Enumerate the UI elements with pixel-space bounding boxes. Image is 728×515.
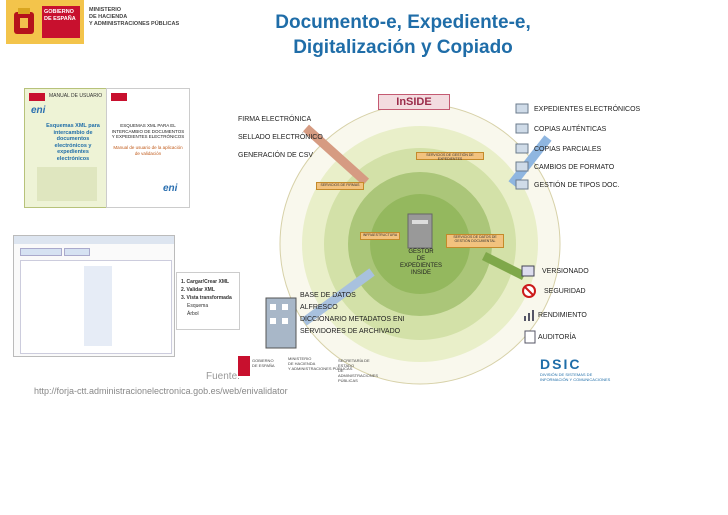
thumb-flag: [29, 93, 45, 101]
thumb-flag-2: [111, 93, 127, 101]
label-versionado: VERSIONADO: [542, 268, 589, 275]
label-bd: BASE DE DATOS: [300, 292, 356, 299]
service-firma: SERVICIOS DE FIRMAS: [316, 182, 364, 190]
app-button: [20, 248, 62, 256]
thumb2-subheading: Manual de usuario de la aplicación de va…: [111, 145, 185, 156]
label-alfresco: ALFRESCO: [300, 304, 338, 311]
label-seguridad: SEGURIDAD: [544, 288, 586, 295]
label-servidores: SERVIDORES DE ARCHIVADO: [300, 328, 400, 335]
source-label: Fuente:: [206, 371, 240, 382]
validator-app-screenshot: [13, 235, 175, 357]
label-sellado: SELLADO ELECTRÓNICO: [238, 134, 323, 141]
label-diccionario: DICCIONARIO METADATOS ENI: [300, 316, 405, 323]
label-expedientes: EXPEDIENTES ELECTRÓNICOS: [534, 106, 640, 113]
step-3b: Árbol: [187, 311, 199, 317]
versions-icon: [520, 264, 538, 280]
eni-logo-2: eni: [163, 183, 177, 194]
bottom-crest-icon: [238, 356, 250, 376]
thumb2-heading: ESQUEMAS XML PARA EL INTERCAMBIO DE DOCU…: [111, 123, 185, 140]
audit-icon: [524, 330, 536, 344]
manual-thumbnail-2: ESQUEMAS XML PARA EL INTERCAMBIO DE DOCU…: [106, 88, 190, 208]
app-menubar: [14, 236, 174, 244]
security-icon: [522, 284, 536, 298]
thumb-tab-label: MANUAL DE USUARIO: [49, 93, 102, 99]
thumb-heading: Esquemas XML para intercambio de documen…: [41, 123, 105, 162]
label-csv: GENERACIÓN DE CSV: [238, 152, 313, 159]
service-infra: INFRAESTRUCTURA: [360, 232, 400, 240]
thumb-text-block: [37, 167, 97, 201]
step-1: 1. Cargar/Crear XML: [181, 279, 229, 285]
step-3: 3. Vista transformada: [181, 295, 232, 301]
step-3a: Esquema: [187, 303, 208, 309]
label-copias-parciales: COPIAS PARCIALES: [534, 146, 601, 153]
server-icon: [408, 214, 432, 248]
eni-logo: eni: [31, 105, 53, 119]
app-tree: [84, 266, 112, 346]
label-rendimiento: RENDIMIENTO: [538, 312, 587, 319]
inside-title: InSIDE: [378, 94, 450, 110]
page-title: Documento-e, Expediente-e, Digitalizació…: [238, 10, 568, 60]
step-2: 2. Validar XML: [181, 287, 215, 293]
steps-callout: 1. Cargar/Crear XML 2. Validar XML 3. Vi…: [176, 272, 240, 330]
crest-icon: [10, 6, 38, 38]
label-firma: FIRMA ELECTRÓNICA: [238, 116, 311, 123]
source-url: http://forja-ctt.administracionelectroni…: [34, 386, 288, 396]
service-gestion: SERVICIOS DE GESTIÓN DE EXPEDIENTES: [416, 152, 484, 160]
performance-icon: [522, 308, 536, 322]
label-cambios-formato: CAMBIOS DE FORMATO: [534, 164, 614, 171]
service-docs: SERVICIOS DE DATOS DE GESTIÓN DOCUMENTAL: [446, 234, 504, 248]
app-button-2: [64, 248, 90, 256]
dsic-name: DSIC: [540, 356, 581, 372]
label-auditoria: AUDITORÍA: [538, 334, 576, 341]
label-gestion-tipos: GESTIÓN DE TIPOS DOC.: [534, 182, 619, 189]
document-icons: [514, 102, 532, 192]
manual-thumbnail-1: MANUAL DE USUARIO eni Esquemas XML para …: [24, 88, 108, 208]
label-copias-autenticas: COPIAS AUTÉNTICAS: [534, 126, 606, 133]
